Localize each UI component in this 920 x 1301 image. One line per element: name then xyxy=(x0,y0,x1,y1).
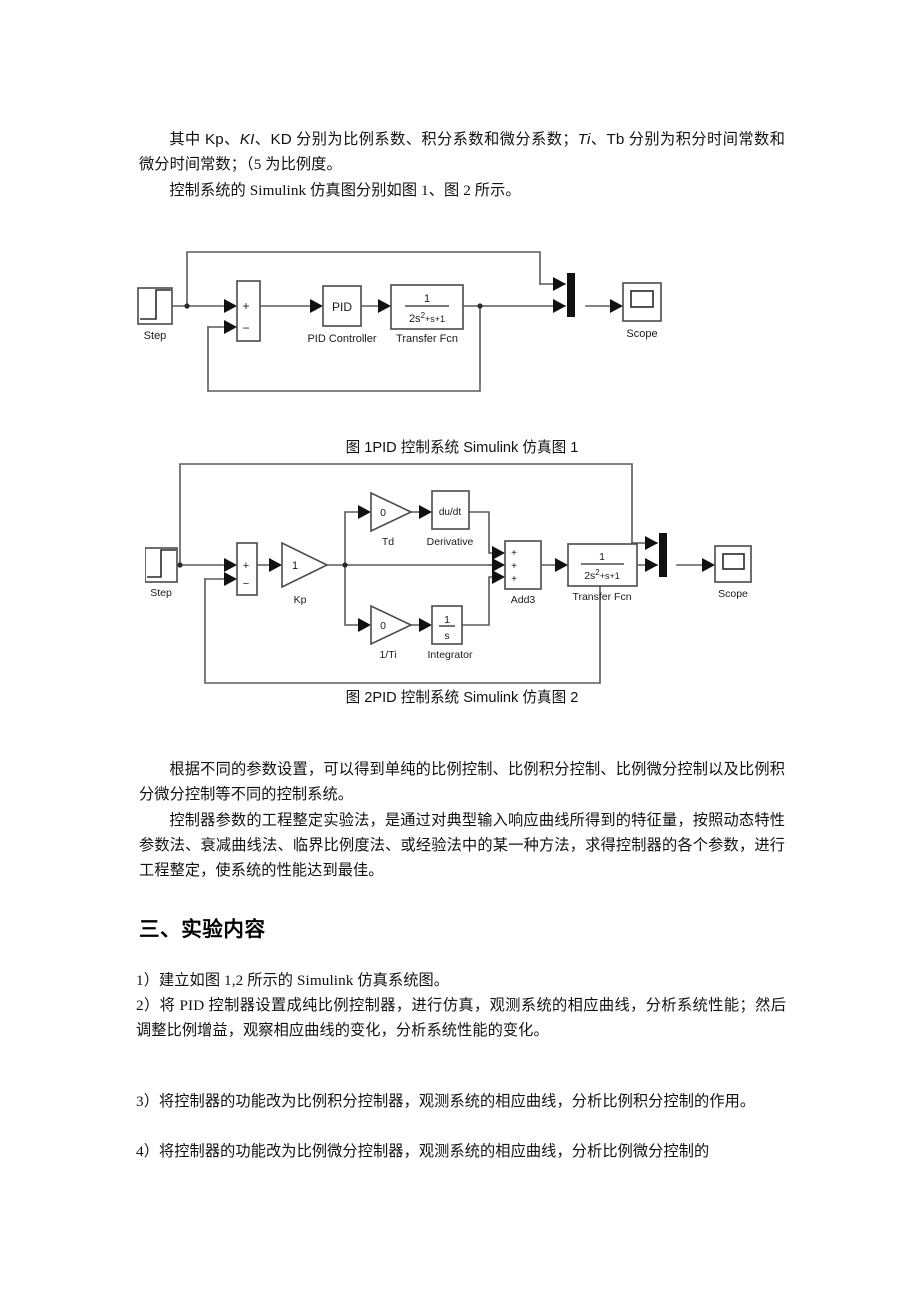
block-step xyxy=(145,547,178,583)
block-scope xyxy=(622,282,662,322)
block-pid-controller: PID xyxy=(322,285,362,327)
block-caption-transfer-fcn: Transfer Fcn xyxy=(572,591,631,603)
block-label-derivative: du/dt xyxy=(439,507,461,518)
arrow-to-scope xyxy=(702,558,715,572)
arrow-to-add3-input-3 xyxy=(492,570,505,584)
symbol-ti: Ti xyxy=(577,131,591,148)
figure-2-simulink-diagram: Step + − 1 Kp 0 Td du/dt xyxy=(145,455,785,690)
block-label-pid: PID xyxy=(332,300,352,314)
signal-junction-output xyxy=(477,303,483,309)
symbol-ki: KI xyxy=(239,131,255,148)
block-label-scope: Scope xyxy=(718,588,748,600)
arrow-to-sum-minus xyxy=(224,572,237,586)
figure-2-caption: 图 2PID 控制系统 Simulink 仿真图 2 xyxy=(345,690,579,706)
paragraph-simulink-ref: 控制系统的 Simulink 仿真图分别如图 1、图 2 所示。 xyxy=(169,182,521,199)
gain-value-td: 0 xyxy=(380,507,386,519)
arrow-to-integrator xyxy=(419,618,432,632)
signal-junction-step xyxy=(177,562,183,568)
arrow-to-sum-plus xyxy=(224,558,237,572)
figure-1-simulink-diagram: Step + − PID PID Controller 1 2s2+s+1 Tr… xyxy=(120,245,700,405)
arrow-to-td xyxy=(358,505,371,519)
block-step xyxy=(137,287,173,325)
arrow-to-kp xyxy=(269,558,282,572)
sum-sign-plus: + xyxy=(242,299,249,313)
paragraph-engineering-tuning: 控制器参数的工程整定实验法，是通过对典型输入响应曲线所得到的特征量，按照动态特性… xyxy=(139,812,785,879)
paragraph-intro: 其中 Kp、KI、KD 分别为比例系数、积分系数和微分系数；Ti、Tb 分别为积… xyxy=(139,127,785,177)
block-caption-kp: Kp xyxy=(294,594,307,606)
block-gain-kp: 1 xyxy=(281,541,329,589)
block-caption-integrator: Integrator xyxy=(428,649,473,661)
block-gain-td: 0 xyxy=(370,491,413,533)
symbol-kp: Kp xyxy=(205,131,224,148)
intro-sep-2: 、 xyxy=(254,131,271,148)
list-item-4: 4）将控制器的功能改为比例微分控制器，观测系统的相应曲线，分析比例微分控制的 xyxy=(136,1143,710,1160)
block-mux xyxy=(659,533,667,577)
block-sum: + − xyxy=(236,280,261,342)
arrow-to-add3-input-1 xyxy=(492,546,505,560)
arrow-to-add3-input-2 xyxy=(492,558,505,572)
block-caption-pid-controller: PID Controller xyxy=(307,333,376,345)
gain-value-inv-ti: 0 xyxy=(380,620,386,632)
symbol-tb: Tb xyxy=(606,131,625,148)
arrow-to-sum-minus xyxy=(224,320,237,334)
block-integrator: 1 s xyxy=(431,605,463,645)
block-transfer-fcn: 1 2s2+s+1 xyxy=(390,284,464,330)
block-caption-inv-ti: 1/Ti xyxy=(379,649,396,661)
block-add3: + + + xyxy=(504,540,542,590)
block-gain-inv-ti: 0 xyxy=(370,604,413,646)
block-caption-transfer-fcn: Transfer Fcn xyxy=(396,333,458,345)
block-caption-add3: Add3 xyxy=(511,594,536,606)
arrow-to-mux-bottom xyxy=(645,558,658,572)
integrator-numerator: 1 xyxy=(444,614,450,626)
intro-prefix: 其中 xyxy=(169,131,206,148)
list-item-3: 3）将控制器的功能改为比例积分控制器，观测系统的相应曲线，分析比例积分控制的作用… xyxy=(136,1093,756,1110)
arrow-to-mux-top xyxy=(553,277,566,291)
intro-tail: 分别为积分时间常数和微分时间常数；（5 为比例度。 xyxy=(139,131,786,173)
transfer-fcn-numerator: 1 xyxy=(599,551,605,563)
add3-sign-3: + xyxy=(511,574,517,585)
block-sum: + − xyxy=(236,542,258,596)
arrow-to-scope xyxy=(610,299,623,313)
block-mux xyxy=(567,273,575,317)
transfer-fcn-denominator: 2s2+s+1 xyxy=(584,568,620,582)
signal-junction-kp-output xyxy=(342,562,348,568)
transfer-fcn-numerator: 1 xyxy=(424,293,430,305)
add3-sign-1: + xyxy=(511,548,517,559)
block-caption-td: Td xyxy=(382,536,394,548)
section-heading-experiment-content: 三、实验内容 xyxy=(139,918,266,941)
intro-sep-1: 、 xyxy=(223,131,240,148)
block-label-step: Step xyxy=(150,587,172,599)
arrow-to-transfer-fcn xyxy=(378,299,391,313)
arrow-to-pid xyxy=(310,299,323,313)
intro-middle: 分别为比例系数、积分系数和微分系数； xyxy=(291,131,578,148)
block-scope xyxy=(714,545,752,583)
block-label-step: Step xyxy=(144,330,167,342)
integrator-denominator: s xyxy=(444,630,449,642)
list-item-1: 1）建立如图 1,2 所示的 Simulink 仿真系统图。 xyxy=(136,972,450,989)
arrow-to-mux-top xyxy=(645,536,658,550)
block-transfer-fcn: 1 2s2+s+1 xyxy=(567,543,638,587)
add3-sign-2: + xyxy=(511,561,517,572)
arrow-to-transfer-fcn xyxy=(555,558,568,572)
symbol-kd: KD xyxy=(270,131,292,148)
figure-1-caption: 图 1PID 控制系统 Simulink 仿真图 1 xyxy=(345,440,579,456)
sum-sign-minus: − xyxy=(243,578,249,590)
list-item-2: 2）将 PID 控制器设置成纯比例控制器，进行仿真，观测系统的相应曲线，分析系统… xyxy=(136,997,786,1039)
block-label-scope: Scope xyxy=(626,328,657,340)
gain-value-kp: 1 xyxy=(292,560,298,572)
sum-sign-plus: + xyxy=(243,560,249,572)
intro-sep-3: 、 xyxy=(590,131,607,148)
arrow-to-mux-bottom xyxy=(553,299,566,313)
paragraph-parameter-settings: 根据不同的参数设置，可以得到单纯的比例控制、比例积分控制、比例微分控制以及比例积… xyxy=(139,761,785,803)
signal-junction-step xyxy=(184,303,190,309)
transfer-fcn-denominator: 2s2+s+1 xyxy=(409,311,445,325)
arrow-to-derivative xyxy=(419,505,432,519)
block-derivative: du/dt xyxy=(431,490,470,530)
arrow-to-sum-plus xyxy=(224,299,237,313)
sum-sign-minus: − xyxy=(242,321,249,335)
block-caption-derivative: Derivative xyxy=(427,536,474,548)
arrow-to-inv-ti xyxy=(358,618,371,632)
